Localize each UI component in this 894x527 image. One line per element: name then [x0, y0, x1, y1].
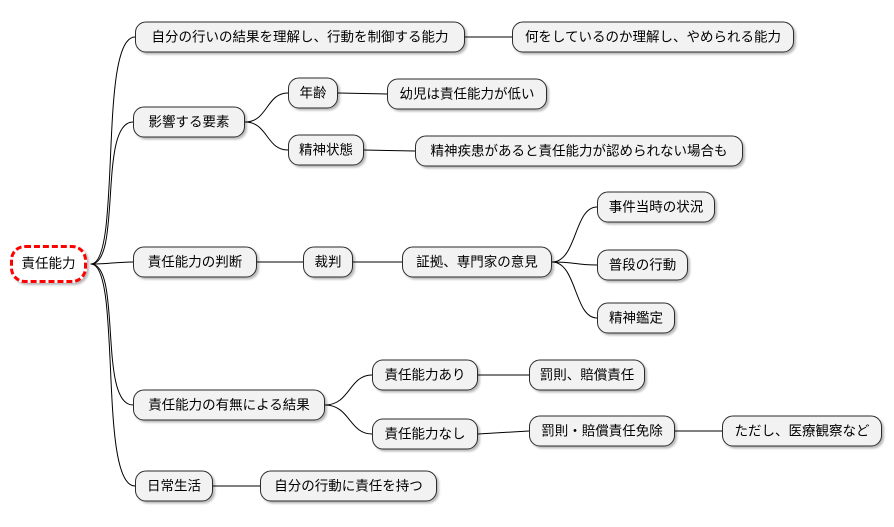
node-medical-observation-note[interactable]: ただし、医療観察など: [722, 415, 882, 447]
node-age[interactable]: 年齢: [288, 77, 338, 109]
node-with-ability-result[interactable]: 罰則、賠償責任: [529, 359, 645, 391]
node-usual-behavior[interactable]: 普段の行動: [597, 249, 688, 281]
connector-factors-to-mental-state: [244, 121, 289, 151]
connector-root-to-factors: [90, 121, 134, 265]
connector-evidence-to-usual-behavior: [551, 261, 598, 266]
node-daily-life-detail[interactable]: 自分の行動に責任を持つ: [260, 470, 437, 502]
connector-consequences-to-without-ability: [324, 404, 373, 435]
node-mental-state-detail[interactable]: 精神疾患があると責任能力が認められない場合も: [415, 135, 743, 167]
node-without-ability[interactable]: 責任能力なし: [372, 418, 478, 450]
node-consequences[interactable]: 責任能力の有無による結果: [133, 389, 325, 421]
node-ability-definition-detail[interactable]: 何をしているのか理解し、やめられる能力: [512, 21, 794, 53]
connector-mental-state-to-detail: [363, 149, 416, 152]
connector-factors-to-age: [244, 92, 289, 123]
connector-root-to-consequences: [90, 263, 134, 406]
connector-root-to-judgment: [90, 261, 134, 265]
node-mental-state[interactable]: 精神状態: [288, 134, 364, 166]
node-root-responsibility[interactable]: 責任能力: [10, 245, 87, 283]
node-age-detail[interactable]: 幼児は責任能力が低い: [387, 78, 547, 110]
node-psychiatric-evaluation[interactable]: 精神鑑定: [597, 302, 675, 334]
node-daily-life[interactable]: 日常生活: [135, 470, 213, 502]
connector-root-to-definition: [90, 36, 136, 265]
connector-without-ability-to-result: [477, 430, 530, 435]
node-ability-definition[interactable]: 自分の行いの結果を理解し、行動を制御する能力: [135, 21, 465, 53]
connector-age-to-detail: [337, 92, 388, 95]
node-without-ability-result[interactable]: 罰則・賠償責任免除: [529, 415, 675, 447]
node-evidence-expert-opinion[interactable]: 証拠、専門家の意見: [402, 246, 552, 278]
node-judgment[interactable]: 責任能力の判断: [133, 246, 257, 278]
connector-evidence-to-situation: [551, 206, 598, 263]
node-with-ability[interactable]: 責任能力あり: [372, 359, 478, 391]
node-trial[interactable]: 裁判: [303, 246, 353, 278]
node-situation-at-incident[interactable]: 事件当時の状況: [597, 191, 715, 223]
connector-root-to-daily-life: [90, 263, 136, 487]
node-influencing-factors[interactable]: 影響する要素: [133, 106, 245, 138]
connector-evidence-to-psychiatric: [551, 261, 598, 319]
connector-consequences-to-with-ability: [324, 374, 373, 406]
